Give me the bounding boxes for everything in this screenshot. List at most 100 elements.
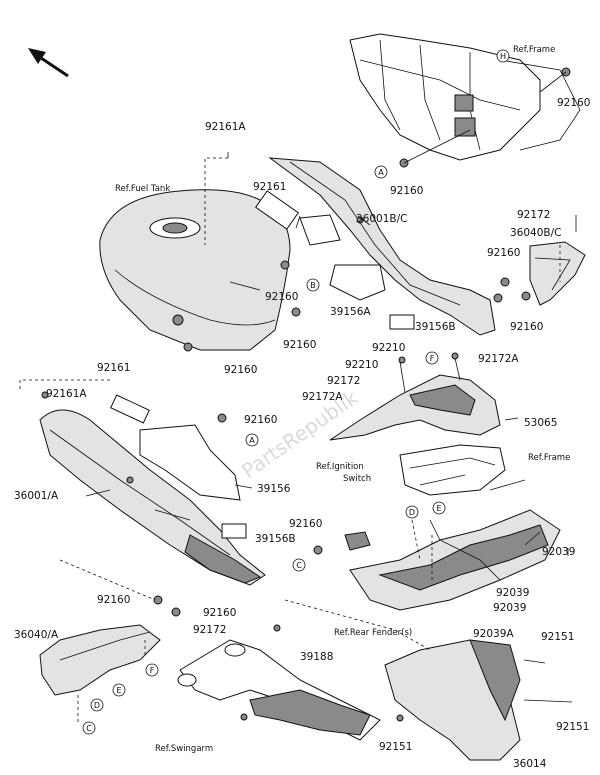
mid-frame-reference (399, 444, 506, 496)
part-label: 92039 (493, 602, 526, 614)
svg-text:E: E (116, 686, 121, 695)
callout-D: D (405, 505, 419, 519)
callout-C: C (292, 558, 306, 572)
bolt-92160 (291, 307, 301, 317)
part-label: 39156 (257, 483, 291, 495)
svg-text:D: D (409, 508, 415, 517)
part-label: 92151 (556, 721, 589, 733)
pad-39156A (329, 264, 386, 301)
part-label: 39156B (415, 321, 456, 333)
pad-92161-lower (110, 394, 150, 424)
svg-text:B: B (310, 281, 316, 290)
part-label: 39188 (300, 651, 333, 663)
part-label: 92160 (510, 321, 543, 333)
part-label: 92160 (557, 97, 590, 109)
callout-A: A (245, 433, 259, 447)
part-label: 92160 (244, 414, 277, 426)
rear-cover-36040A (39, 624, 161, 696)
ref-frame-mid: Ref.Frame (528, 453, 570, 463)
bolt-39188 (273, 624, 281, 632)
svg-text:F: F (150, 666, 155, 675)
part-label: 92161A (46, 388, 87, 400)
svg-text:A: A (249, 436, 255, 445)
pad-39156 (139, 424, 241, 501)
part-label: 92039A (473, 628, 514, 640)
bolt-92160-tank (183, 342, 193, 352)
part-label: 92151 (541, 631, 574, 643)
callout-E: E (112, 683, 126, 697)
ref-ignition-switch-line1: Ref.Ignition (316, 462, 364, 472)
part-label: 92172A (478, 353, 519, 365)
bolt-92160 (171, 607, 181, 617)
callout-C: C (82, 721, 96, 735)
callout-E: E (432, 501, 446, 515)
bolt-92160 (500, 277, 510, 287)
part-label: 92039 (496, 587, 529, 599)
part-label: 36001/A (14, 490, 59, 502)
part-label: 92161 (97, 362, 130, 374)
part-label: 39156A (330, 306, 371, 318)
svg-text:A: A (378, 168, 384, 177)
pad-39156-upper (299, 214, 341, 246)
rear-mudguard-36014 (384, 639, 573, 761)
svg-text:D: D (94, 701, 100, 710)
bolt-92160 (521, 291, 531, 301)
pad-39156B-lower (221, 523, 247, 539)
fuel-tank-reference (99, 189, 291, 352)
callout-A: A (374, 165, 388, 179)
side-cover-upper (268, 157, 503, 336)
bolt-92160 (217, 413, 227, 423)
part-label: 92160 (224, 364, 257, 376)
part-label: 92161 (253, 181, 286, 193)
frame-mount-bracket (454, 94, 474, 112)
rear-cover-36040BC (529, 241, 586, 306)
svg-text:H: H (500, 52, 506, 61)
part-label: 92160 (289, 518, 322, 530)
part-label: 92160 (97, 594, 130, 606)
ref-swingarm: Ref.Swingarm (155, 744, 213, 754)
callout-F: F (145, 663, 159, 677)
part-label: 36040/A (14, 629, 59, 641)
part-label: 92210 (345, 359, 378, 371)
ignition-switch-reference (344, 531, 371, 551)
part-label: 92210 (372, 342, 405, 354)
ref-ignition-switch-line2: Switch (343, 474, 371, 484)
callout-F: F (425, 351, 439, 365)
svg-text:F: F (430, 354, 435, 363)
callout-D: D (90, 698, 104, 712)
part-label: 92160 (265, 291, 298, 303)
callout-B: B (306, 278, 320, 292)
swingarm-reference (177, 624, 381, 741)
part-label: 92151 (379, 741, 412, 753)
frame-reference (349, 33, 581, 168)
front-direction-arrow-icon (28, 48, 69, 78)
pad-39156B-upper (389, 314, 415, 330)
part-label: 36040B/C (510, 227, 561, 239)
part-label: 92039 (542, 546, 575, 558)
svg-text:E: E (436, 504, 441, 513)
part-label: 92172 (327, 375, 360, 387)
side-cover-lower (39, 409, 266, 586)
svg-text:C: C (86, 724, 92, 733)
bolt-92161A (41, 391, 49, 399)
seat-cover-53065 (329, 352, 501, 441)
ref-frame-top: Ref.Frame (513, 45, 555, 55)
pad-92161 (255, 190, 299, 230)
rear-fender-reference (349, 509, 569, 611)
part-label: 53065 (524, 417, 557, 429)
part-label: 92161A (205, 121, 246, 133)
frame-mount-bracket (454, 117, 476, 137)
bolt-92160 (153, 595, 163, 605)
part-label: 92172 (193, 624, 226, 636)
part-label: 92172A (302, 391, 343, 403)
bolt-92160 (280, 260, 290, 270)
ref-rear-fender: Ref.Rear Fender(s) (334, 628, 412, 638)
svg-text:C: C (296, 561, 302, 570)
part-label: 92160 (390, 185, 423, 197)
callout-H: H (496, 49, 510, 63)
part-label: 92160 (283, 339, 316, 351)
part-label: 92160 (487, 247, 520, 259)
bolt-92160 (313, 545, 323, 555)
